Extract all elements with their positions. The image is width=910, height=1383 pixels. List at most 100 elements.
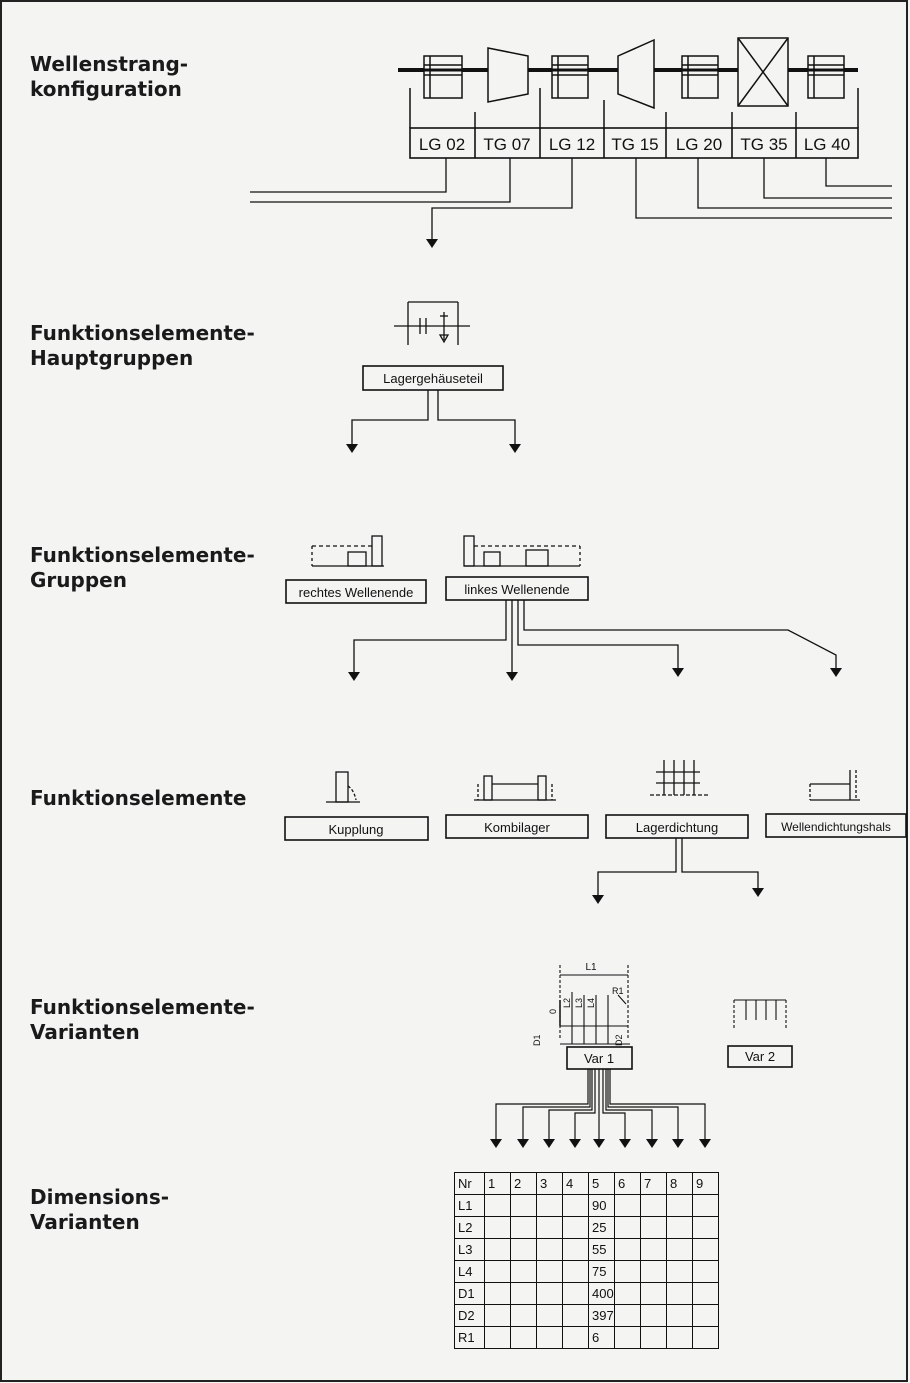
element-label-bearing-seal: Lagerdichtung <box>636 820 718 835</box>
table-row-label: L1 <box>454 1194 485 1217</box>
level-label-shaft-configuration: Wellenstrang- konfiguration <box>30 52 189 101</box>
element-connectors <box>597 838 759 895</box>
turbine-icon <box>617 38 655 110</box>
table-cell <box>692 1260 719 1283</box>
table-row-label: L2 <box>454 1216 485 1239</box>
table-cell <box>484 1238 511 1261</box>
table-cell <box>510 1216 537 1239</box>
table-cell <box>692 1216 719 1239</box>
table-cell <box>614 1282 641 1305</box>
table-header-cell: 7 <box>640 1172 667 1195</box>
table-cell <box>484 1282 511 1305</box>
table-cell <box>666 1304 693 1327</box>
coupling-icon <box>326 771 360 803</box>
table-cell <box>692 1282 719 1305</box>
table-cell: 6 <box>588 1326 615 1349</box>
table-cell: 25 <box>588 1216 615 1239</box>
variant-label-2: Var 2 <box>745 1049 775 1064</box>
shaft-component-label: TG 15 <box>611 135 658 154</box>
element-label-coupling: Kupplung <box>329 822 384 837</box>
table-header-cell: 5 <box>588 1172 615 1195</box>
table-cell <box>640 1326 667 1349</box>
group-label-left-end: linkes Wellenende <box>464 582 569 597</box>
main-group-connectors <box>351 390 516 444</box>
table-cell <box>614 1326 641 1349</box>
table-cell <box>484 1304 511 1327</box>
shaft-string-drawing <box>398 37 859 128</box>
generator-icon <box>737 37 789 107</box>
table-cell <box>484 1194 511 1217</box>
shaft-component-label: TG 35 <box>740 135 787 154</box>
table-cell <box>562 1194 589 1217</box>
variant-fanout-connectors <box>495 1069 706 1140</box>
table-row-label: L3 <box>454 1238 485 1261</box>
table-row: L1 90 <box>454 1194 719 1217</box>
dimension-label-l3: L3 <box>574 998 584 1008</box>
bearing-housing-icon <box>394 301 470 345</box>
shaft-component-label: LG 20 <box>676 135 722 154</box>
dimension-label-r1: R1 <box>612 986 624 996</box>
table-cell <box>536 1216 563 1239</box>
level-label-groups: Funktionselemente- Gruppen <box>30 543 255 592</box>
dimension-label-d2: D2 <box>614 1034 624 1046</box>
level-label-variants: Funktionselemente- Varianten <box>30 995 255 1044</box>
shaft-component-label: TG 07 <box>483 135 530 154</box>
dimension-label-l1: L1 <box>585 962 597 973</box>
dimension-label-l4: L4 <box>586 998 596 1008</box>
dimension-label-zero: 0 <box>548 1009 558 1014</box>
table-row: D1 400 <box>454 1282 719 1305</box>
table-cell: 90 <box>588 1194 615 1217</box>
table-cell <box>510 1194 537 1217</box>
table-cell <box>510 1326 537 1349</box>
bearing-icon <box>681 55 719 99</box>
right-shaft-end-icon <box>311 535 384 567</box>
table-cell <box>562 1238 589 1261</box>
table-cell: 400 <box>588 1282 615 1305</box>
variant-label-1: Var 1 <box>584 1051 614 1066</box>
table-cell <box>614 1238 641 1261</box>
table-cell <box>640 1216 667 1239</box>
shaft-component-label: LG 02 <box>419 135 465 154</box>
table-row-label: L4 <box>454 1260 485 1283</box>
group-connectors <box>353 600 837 672</box>
shaft-component-label: LG 40 <box>804 135 850 154</box>
table-cell <box>562 1326 589 1349</box>
table-cell <box>536 1304 563 1327</box>
table-cell <box>510 1304 537 1327</box>
main-group-label: Lagergehäuseteil <box>383 371 483 386</box>
table-cell <box>614 1194 641 1217</box>
table-row-label: D2 <box>454 1304 485 1327</box>
table-cell <box>562 1216 589 1239</box>
bearing-icon <box>807 55 845 99</box>
table-cell <box>614 1304 641 1327</box>
table-cell: 75 <box>588 1260 615 1283</box>
table-cell <box>484 1326 511 1349</box>
combined-bearing-icon <box>474 775 556 801</box>
table-row: L4 75 <box>454 1260 719 1283</box>
table-row: L2 25 <box>454 1216 719 1239</box>
table-header-cell: 2 <box>510 1172 537 1195</box>
table-cell: 55 <box>588 1238 615 1261</box>
table-header-cell: 6 <box>614 1172 641 1195</box>
table-cell <box>666 1260 693 1283</box>
table-cell <box>562 1304 589 1327</box>
level-label-elements: Funktionselemente <box>30 786 247 810</box>
table-cell <box>640 1282 667 1305</box>
table-cell <box>614 1216 641 1239</box>
table-cell <box>640 1304 667 1327</box>
table-row-label: D1 <box>454 1282 485 1305</box>
table-cell <box>536 1194 563 1217</box>
shaft-component-row: LG 02 TG 07 LG 12 TG 15 LG 20 TG 35 LG 4… <box>409 127 859 159</box>
table-row-label: R1 <box>454 1326 485 1349</box>
table-cell <box>536 1260 563 1283</box>
bearing-seal-icon <box>650 760 710 796</box>
variant-1-dimensioned-icon <box>559 965 630 1045</box>
table-header-cell: 3 <box>536 1172 563 1195</box>
table-header-cell: 9 <box>692 1172 719 1195</box>
table-cell <box>692 1326 719 1349</box>
shaft-connectors <box>250 158 892 240</box>
table-cell <box>536 1238 563 1261</box>
